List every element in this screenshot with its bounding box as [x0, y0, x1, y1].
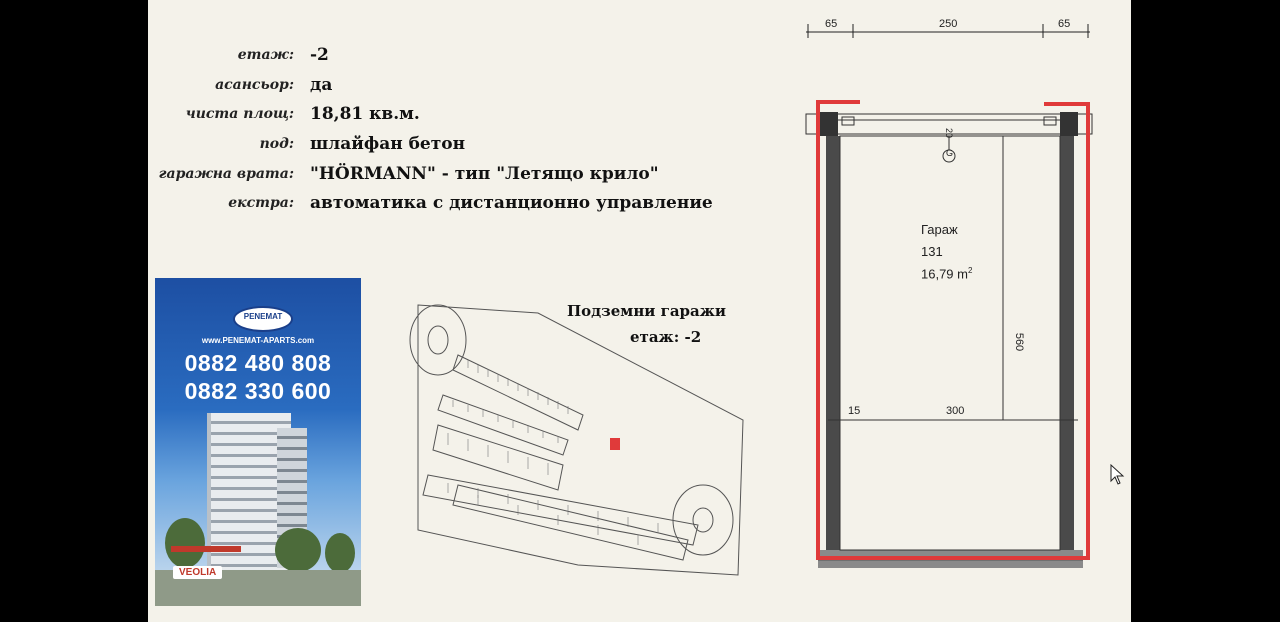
site-plan	[409, 304, 744, 576]
width-label: 300	[946, 405, 965, 417]
wall-left	[826, 136, 840, 550]
garage-area-value: 16,79 m	[921, 266, 968, 282]
dimension-label: 65	[1058, 18, 1071, 30]
phone-number-1: 0882 480 808	[184, 350, 332, 376]
site-plan-caption: Подземни гаражи	[567, 302, 727, 320]
tree-image	[275, 528, 321, 572]
sponsor-logo: VEOLIA	[173, 566, 223, 579]
website-text: www.PENEMAT-APARTS.com	[201, 336, 315, 345]
garage-highlight	[610, 438, 620, 450]
area-unit-sup: 2	[967, 266, 973, 275]
phone-number-2: 0882 330 600	[184, 378, 332, 404]
property-label: под:	[259, 136, 294, 152]
property-label: гаражна врата:	[158, 166, 294, 182]
width-left-label: 15	[848, 405, 861, 417]
property-label: чиста площ:	[185, 106, 294, 122]
property-value: шлайфан бетон	[310, 134, 466, 154]
garage-area: 16,79 m2	[921, 266, 972, 281]
property-label: екстра:	[228, 195, 294, 211]
property-label: асансьор:	[215, 77, 294, 93]
garage-floor-plan	[805, 24, 1093, 568]
property-value: да	[310, 75, 333, 95]
depth-label: 560	[1013, 332, 1026, 352]
garage-outline	[816, 100, 1090, 560]
brochure-advert: PENEMAT www.PENEMAT-APARTS.com 0882 480 …	[155, 278, 361, 606]
property-value: -2	[310, 45, 329, 65]
sponsor-tag	[171, 546, 241, 552]
wall-right	[1060, 136, 1074, 550]
mouse-cursor-icon	[1110, 464, 1125, 485]
screen-display: етаж: -2 асансьор: да чиста площ: 18,81 …	[148, 0, 1131, 622]
dimension-label: 250	[939, 18, 958, 30]
property-value: 18,81 кв.м.	[310, 104, 420, 124]
tree-image	[165, 518, 205, 568]
dimension-label: 65	[825, 18, 838, 30]
site-plan-floor: етаж: -2	[630, 328, 702, 346]
garage-number: 131	[921, 244, 943, 259]
door-mark: G	[946, 148, 954, 158]
property-label: етаж:	[237, 47, 294, 63]
property-value: "HÖRMANN" - тип "Летящо крило"	[310, 164, 659, 184]
property-value: автоматика с дистанционно управление	[310, 193, 713, 213]
brand-logo: PENEMAT	[233, 306, 293, 332]
garage-label: Гараж	[921, 222, 958, 237]
door-gap-label: 20	[944, 127, 955, 139]
tree-image	[325, 533, 355, 573]
